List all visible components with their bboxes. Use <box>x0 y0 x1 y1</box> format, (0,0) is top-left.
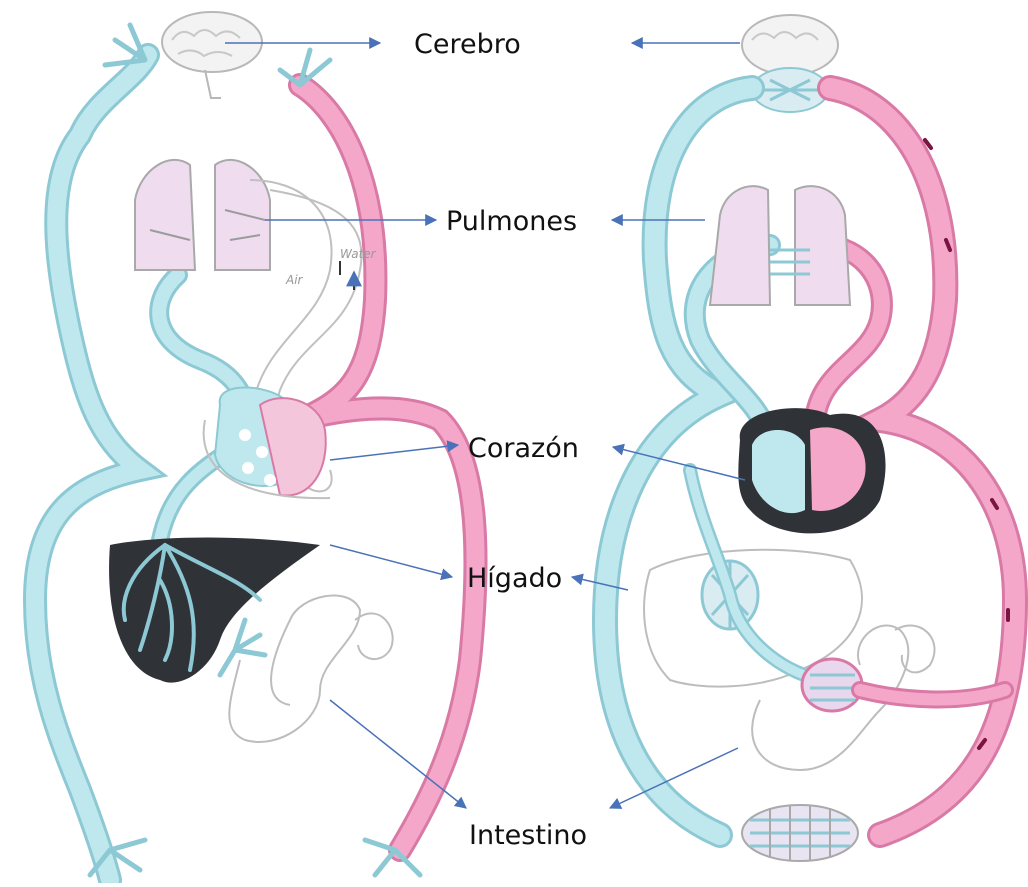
label-pulmones: Pulmones <box>446 208 577 235</box>
right-intestine <box>752 625 1005 770</box>
label-higado: Hígado <box>467 565 562 592</box>
left-liver <box>109 538 320 683</box>
left-lungs <box>135 160 270 270</box>
label-cerebro: Cerebro <box>414 31 521 58</box>
right-heart <box>738 408 885 533</box>
arrow-higado-left <box>330 545 452 577</box>
left-diagram <box>35 12 476 880</box>
right-diagram <box>605 15 1015 861</box>
label-corazon: Corazón <box>468 435 579 462</box>
arrow-corazon-left <box>330 445 458 460</box>
left-intestine <box>220 596 393 742</box>
left-brain <box>162 12 262 98</box>
annotation-water: Water <box>340 247 376 261</box>
right-lower-capillaries <box>742 805 858 861</box>
annotation-air: Air <box>286 273 302 287</box>
label-intestino: Intestino <box>469 822 587 849</box>
